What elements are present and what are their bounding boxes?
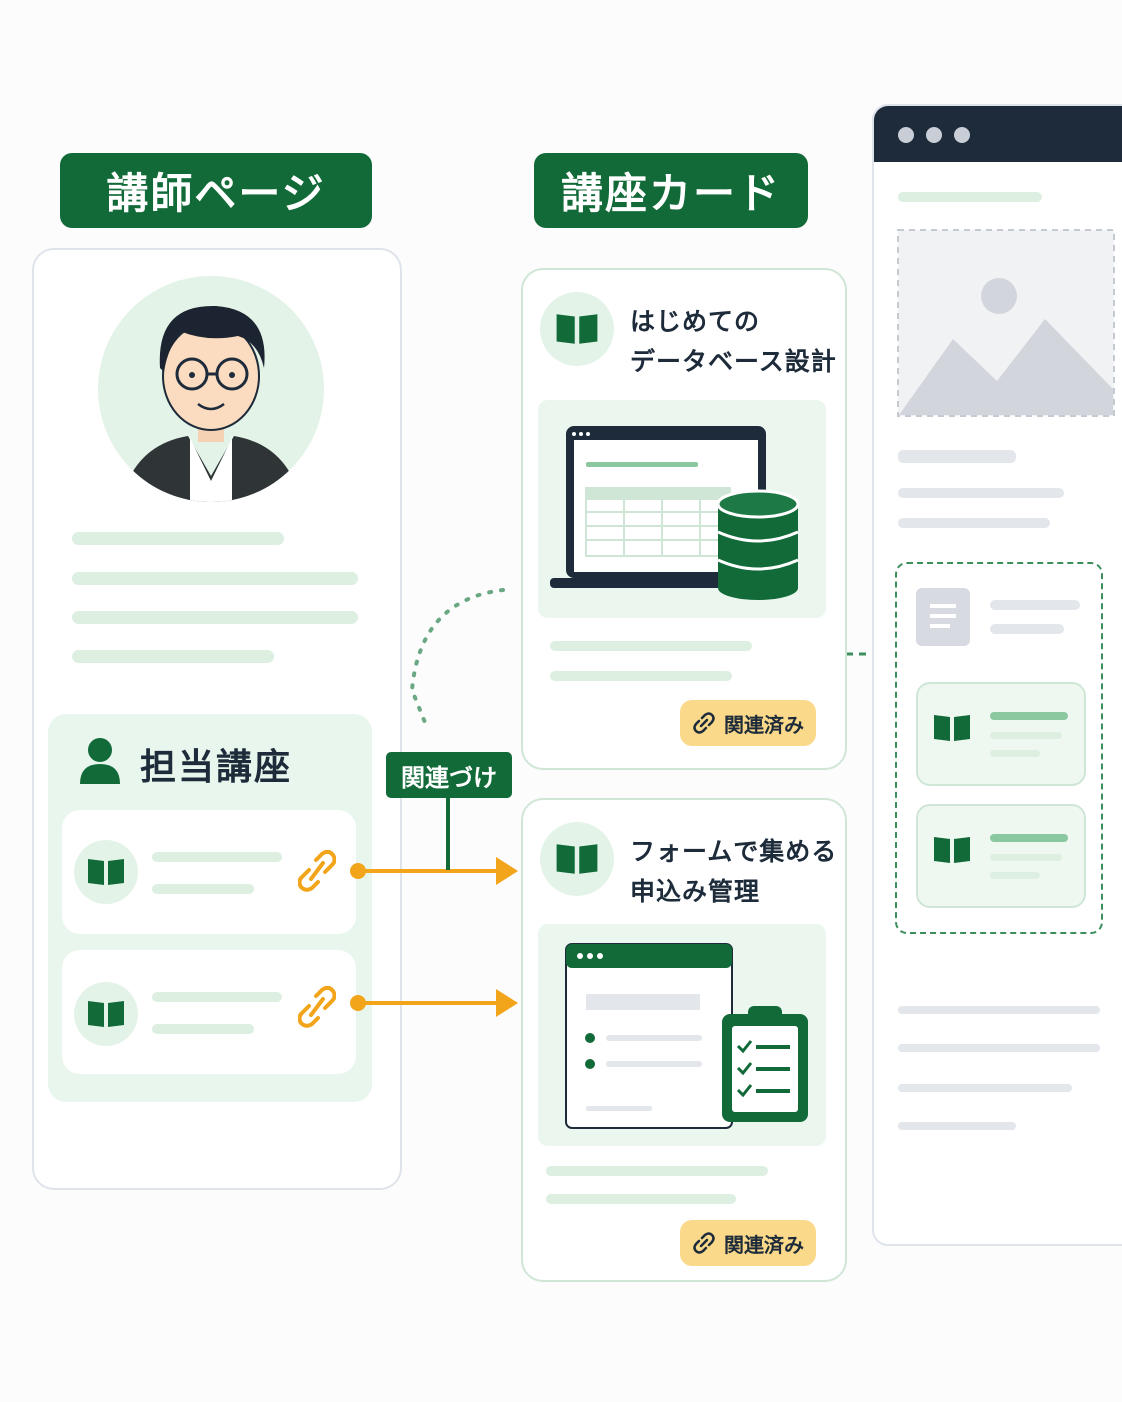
card-desc-line: [550, 641, 752, 651]
associate-label: 関連づけ: [386, 752, 512, 798]
book-icon: [932, 834, 972, 866]
card-desc-line: [546, 1166, 768, 1176]
course-item-line: [152, 884, 254, 894]
mini-card-line: [990, 750, 1040, 757]
bio-line: [72, 650, 274, 663]
course-title-line1: はじめての: [630, 307, 761, 336]
browser-text-line: [898, 488, 1064, 498]
course-title-line2: 申込み管理: [630, 877, 761, 906]
form-illustration: [538, 924, 826, 1146]
book-icon: [540, 292, 614, 366]
card-desc-line: [546, 1194, 736, 1204]
linked-badge: 関連済み: [680, 1220, 816, 1266]
image-placeholder-icon: [897, 229, 1115, 417]
mini-card-line: [990, 854, 1062, 861]
browser-text-line: [898, 450, 1016, 463]
link-icon: [693, 712, 715, 734]
avatar: [98, 276, 324, 502]
link-icon: [297, 985, 337, 1028]
book-icon: [540, 822, 614, 896]
linked-badge: 関連済み: [680, 700, 816, 746]
bio-line: [72, 611, 358, 624]
link-icon: [693, 1232, 715, 1254]
clipboard-check-icon: [722, 1006, 808, 1122]
browser-text-line: [898, 1044, 1100, 1052]
browser-text-line: [898, 1084, 1072, 1092]
database-illustration: [538, 400, 826, 618]
bio-line: [72, 532, 284, 545]
document-icon: [916, 588, 970, 646]
mini-card-line: [990, 712, 1068, 720]
link-icon: [297, 849, 337, 892]
browser-text-line: [990, 600, 1080, 610]
linked-badge-label: 関連済み: [724, 1232, 804, 1257]
linked-badge-label: 関連済み: [724, 712, 804, 737]
course-item-line: [152, 852, 282, 862]
instructor-page-title: 講師ページ: [60, 153, 372, 228]
book-icon: [74, 982, 138, 1046]
browser-text-line: [898, 1122, 1016, 1130]
course-item-line: [152, 1024, 254, 1034]
course-cards-title: 講座カード: [534, 153, 808, 228]
course-title-line1: フォームで集める: [630, 837, 838, 866]
bio-line: [72, 572, 358, 585]
assigned-courses-heading: 担当講座: [140, 747, 293, 788]
browser-titlebar: [874, 106, 1122, 162]
book-icon: [74, 840, 138, 904]
browser-text-line: [898, 1006, 1100, 1014]
mini-card-line: [990, 834, 1068, 842]
browser-text-line: [898, 518, 1050, 528]
browser-title-line: [898, 192, 1042, 202]
person-icon: [78, 737, 122, 785]
book-icon: [932, 712, 972, 744]
database-icon: [716, 489, 800, 600]
dotted-arc: [409, 588, 505, 732]
related-courses-group: [895, 562, 1103, 934]
course-item-line: [152, 992, 282, 1002]
mini-card-line: [990, 872, 1040, 879]
mini-card-line: [990, 732, 1062, 739]
browser-text-line: [990, 624, 1064, 634]
course-title-line2: データベース設計: [630, 347, 837, 376]
card-desc-line: [550, 671, 732, 681]
